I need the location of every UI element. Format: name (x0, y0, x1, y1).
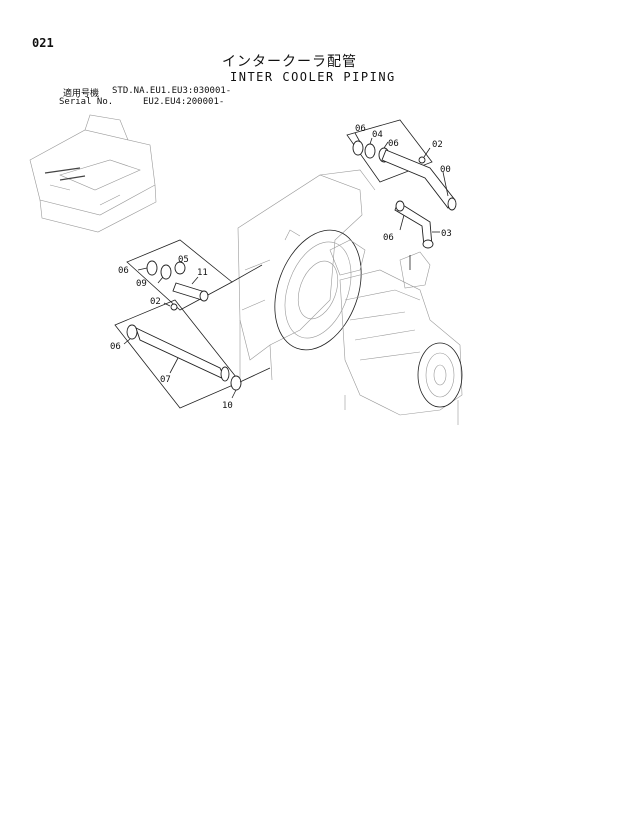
callout-10: 10 (222, 401, 233, 411)
middle-pipe-group (126, 239, 263, 311)
serial-range-1: STD.NA.EU1.EU3:030001- (112, 86, 232, 96)
callout-05: 05 (178, 255, 189, 265)
callout-labels: 06 04 06 02 00 06 03 06 05 11 09 02 06 0… (110, 124, 452, 411)
machine-thumbnail (29, 114, 157, 233)
upper-pipe-group (346, 119, 457, 270)
callout-06-d: 06 (118, 266, 129, 276)
title-english: INTER COOLER PIPING (230, 70, 396, 84)
page-number: 021 (32, 36, 54, 50)
callout-06-e: 06 (110, 342, 121, 352)
callout-09: 09 (136, 279, 147, 289)
engine-assembly (237, 169, 463, 425)
callout-02-a: 02 (432, 140, 443, 150)
callout-03: 03 (441, 229, 452, 239)
callout-02-b: 02 (150, 297, 161, 307)
callout-04: 04 (372, 130, 383, 140)
callout-07: 07 (160, 375, 171, 385)
title-japanese: インタークーラ配管 (222, 54, 357, 70)
callout-00: 00 (440, 165, 451, 175)
serial-range-2: EU2.EU4:200001- (143, 97, 225, 107)
callout-11: 11 (197, 268, 208, 278)
lower-hose-group (114, 299, 271, 409)
serial-label-english: Serial No. (59, 97, 114, 107)
callout-06-a: 06 (355, 124, 366, 134)
serial-label-japanese: 適用号機 (63, 89, 100, 99)
callout-06-b: 06 (388, 139, 399, 149)
callout-06-c: 06 (383, 233, 394, 243)
